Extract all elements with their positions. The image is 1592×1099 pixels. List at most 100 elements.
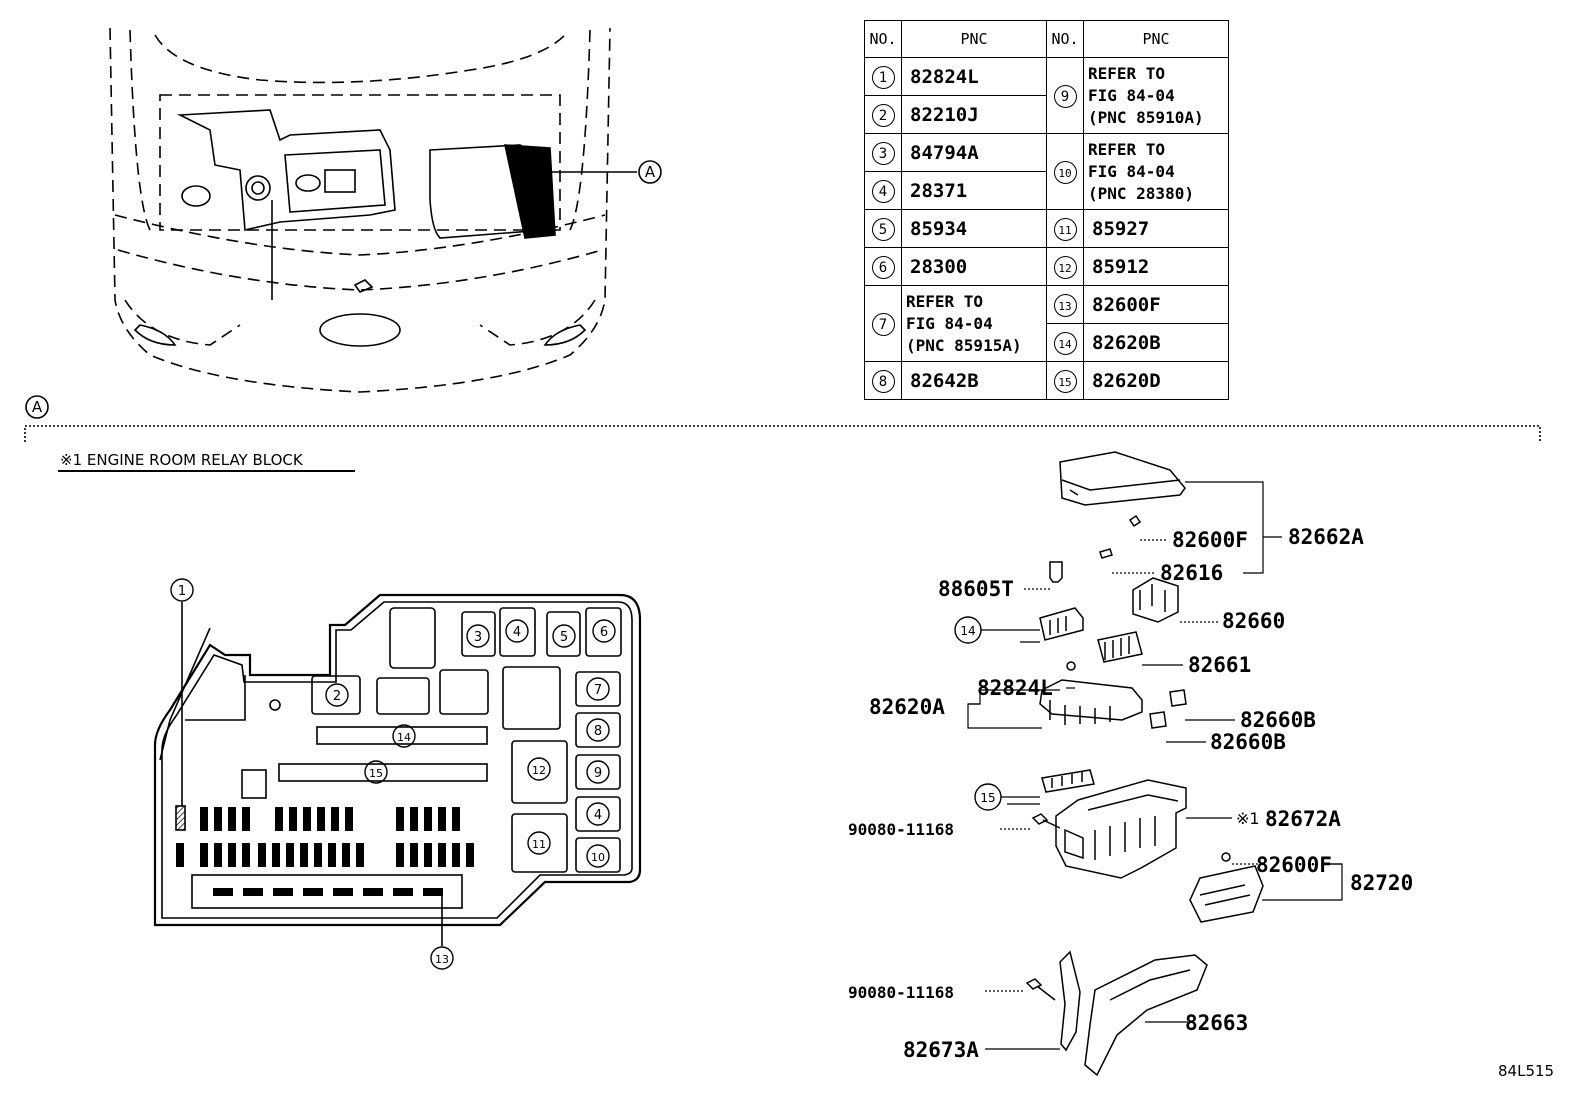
marker-4b: 4 — [594, 808, 602, 823]
label-82672A: 82672A — [1265, 807, 1341, 831]
pnc-table-header: NO. PNC NO. PNC — [864, 20, 1229, 58]
row-number: 12 — [1053, 255, 1077, 279]
header-no: NO. — [864, 20, 902, 58]
row-number: 4 — [871, 179, 895, 203]
label-82673A: 82673A — [903, 1038, 979, 1062]
marker-11: 11 — [532, 838, 546, 851]
row-pnc-ref: REFER TO FIG 84-04 (PNC 85910A) — [1083, 57, 1229, 134]
ref-line: REFER TO — [1088, 139, 1166, 159]
row-number: 14 — [1053, 331, 1077, 355]
table-row: 5 85934 11 85927 — [864, 209, 1229, 248]
row-number: 2 — [871, 103, 895, 127]
row-number: 3 — [871, 141, 895, 165]
label-82660: 82660 — [1222, 609, 1285, 633]
row-pnc: 85927 — [1083, 209, 1229, 248]
row-pnc: 84794A — [901, 133, 1047, 172]
label-82600F-top: 82600F — [1172, 528, 1248, 552]
label-82661: 82661 — [1188, 653, 1251, 677]
label-88605T: 88605T — [938, 577, 1014, 601]
marker-8: 8 — [594, 724, 602, 739]
label-90080-11168-2: 90080-11168 — [848, 983, 954, 1002]
header-pnc-2: PNC — [1083, 20, 1229, 58]
marker-3: 3 — [474, 630, 482, 645]
table-row: 3 84794A 10 REFER TO FIG 84-04 (PNC 2838… — [864, 133, 1229, 210]
row-number: 10 — [1053, 160, 1077, 184]
callout-a-text: A — [645, 163, 656, 181]
marker-14: 14 — [397, 731, 411, 744]
part-label-leaders — [967, 481, 1343, 1050]
row-number: 6 — [871, 255, 895, 279]
row-pnc: 82620D — [1083, 361, 1229, 400]
exploded-marker-15: 15 — [980, 791, 995, 805]
label-82660B-1: 82660B — [1240, 708, 1316, 732]
label-82662A: 82662A — [1288, 525, 1364, 549]
ref-line: (PNC 85910A) — [1088, 107, 1204, 127]
marker-1: 1 — [178, 584, 186, 599]
row-pnc: 28300 — [901, 247, 1047, 286]
engine-components — [133, 109, 587, 347]
marker-5: 5 — [560, 630, 568, 645]
label-90080-11168-1: 90080-11168 — [848, 820, 954, 839]
row-number: 13 — [1053, 293, 1077, 317]
row-pnc-ref: REFER TO FIG 84-04 (PNC 85915A) — [901, 285, 1047, 362]
row-number: 7 — [871, 312, 895, 336]
row-pnc: 82210J — [901, 95, 1047, 134]
row-number: 15 — [1053, 369, 1077, 393]
marker-12: 12 — [532, 764, 546, 777]
marker-4a: 4 — [513, 625, 521, 640]
label-82600F-bottom: 82600F — [1256, 853, 1332, 877]
marker-15: 15 — [369, 767, 383, 780]
section-callout-circle — [25, 395, 49, 419]
row-number: 1 — [871, 65, 895, 89]
section-divider — [24, 425, 1541, 442]
row-pnc: 28371 — [901, 171, 1047, 210]
table-row: 7 REFER TO FIG 84-04 (PNC 85915A) 13 826… — [864, 285, 1229, 362]
label-82672A-mark: ※1 — [1236, 809, 1260, 828]
label-82620A: 82620A — [869, 695, 945, 719]
marker-2: 2 — [333, 689, 341, 704]
part-number-labels: 82662A 82600F 82616 88605T 82660 82661 8… — [848, 525, 1413, 1062]
table-row: 8 82642B 15 82620D — [864, 361, 1229, 400]
row-pnc: 82600F — [1083, 285, 1229, 324]
row-number: 8 — [871, 369, 895, 393]
marker-6: 6 — [600, 625, 608, 640]
label-82660B-2: 82660B — [1210, 730, 1286, 754]
pnc-table: NO. PNC NO. PNC 1 82824L 9 REFER TO FIG … — [864, 20, 1229, 400]
marker-7: 7 — [594, 683, 602, 698]
exploded-number-markers — [954, 616, 1002, 811]
ref-line: REFER TO — [1088, 63, 1166, 83]
row-number: 5 — [871, 217, 895, 241]
label-82824L: 82824L — [977, 676, 1053, 700]
relay-block-leaders — [159, 602, 443, 946]
label-82616: 82616 — [1160, 561, 1223, 585]
table-row: 2 82210J — [864, 95, 1229, 134]
ref-line: (PNC 85915A) — [906, 335, 1022, 355]
row-pnc: 85912 — [1083, 247, 1229, 286]
ref-line: FIG 84-04 — [1088, 161, 1175, 181]
section-callout-text: A — [32, 398, 43, 416]
callout-a-circle — [638, 160, 662, 184]
figure-id: 84L515 — [1498, 1062, 1554, 1080]
marker-9: 9 — [594, 766, 602, 781]
relay-block-fuse-array — [176, 807, 474, 896]
section-title: ※1 ENGINE ROOM RELAY BLOCK — [60, 451, 304, 469]
ref-line: FIG 84-04 — [906, 313, 993, 333]
marker-13: 13 — [435, 953, 449, 966]
ref-line: REFER TO — [906, 291, 984, 311]
label-82720: 82720 — [1350, 871, 1413, 895]
row-pnc-ref: REFER TO FIG 84-04 (PNC 28380) — [1083, 133, 1229, 210]
table-row: 6 28300 12 85912 — [864, 247, 1229, 286]
exploded-parts-drawings — [1025, 451, 1264, 1077]
header-pnc: PNC — [901, 20, 1047, 58]
ref-line: FIG 84-04 — [1088, 85, 1175, 105]
row-number: 11 — [1053, 217, 1077, 241]
table-row: 14 82620B — [865, 323, 1229, 362]
exploded-marker-14: 14 — [960, 624, 975, 638]
relay-block-number-markers — [170, 578, 616, 970]
relay-block-number-labels: 1 2 3 4 5 6 7 8 9 4 10 11 12 13 14 15 — [178, 584, 608, 966]
row-number: 9 — [1053, 84, 1077, 108]
marker-10: 10 — [591, 851, 605, 864]
ref-line: (PNC 28380) — [1088, 183, 1194, 203]
row-pnc: 82642B — [901, 361, 1047, 400]
